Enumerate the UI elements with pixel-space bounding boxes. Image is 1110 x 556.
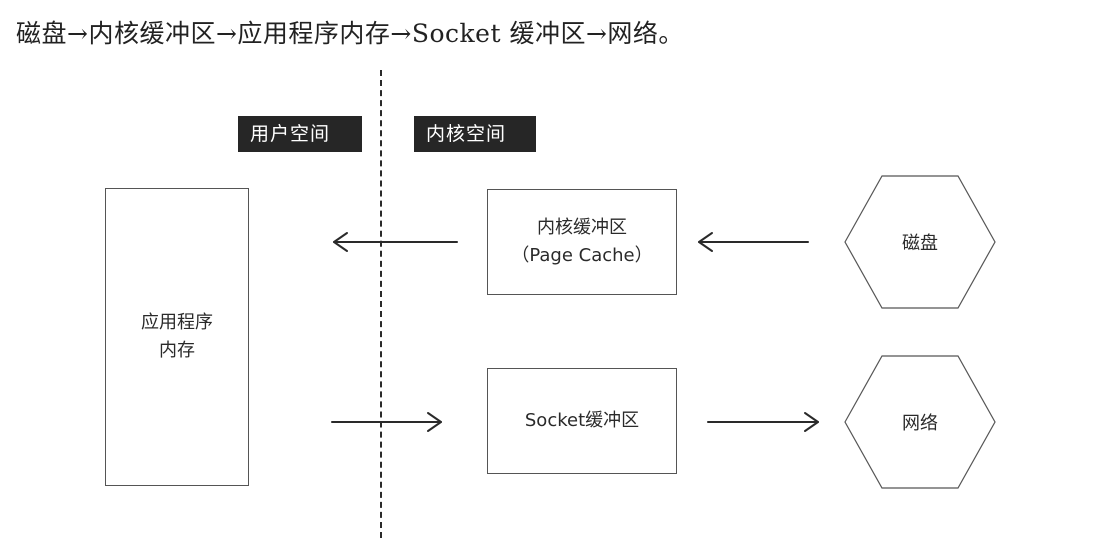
app-memory-box: 应用程序 内存	[105, 188, 249, 486]
arrow-socket-to-network	[707, 412, 819, 432]
app-memory-label-line2: 内存	[159, 340, 195, 361]
kernel-space-label: 内核空间	[414, 116, 536, 152]
app-memory-label-line1: 应用程序	[141, 312, 213, 333]
page-cache-label-line1: 内核缓冲区	[537, 217, 627, 238]
arrow-disk-to-page-cache	[698, 232, 809, 252]
arrow-page-cache-to-app	[333, 232, 458, 252]
disk-label: 磁盘	[902, 233, 938, 254]
arrow-app-to-socket	[331, 412, 442, 432]
socket-buffer-box: Socket缓冲区	[487, 368, 677, 474]
network-hexagon-shape	[844, 355, 996, 489]
disk-hexagon-shape	[844, 175, 996, 309]
user-space-label: 用户空间	[238, 116, 362, 152]
disk-node: 磁盘	[842, 174, 998, 310]
network-node: 网络	[842, 354, 998, 490]
page-cache-label-line2: （Page Cache）	[511, 245, 653, 266]
socket-buffer-label: Socket缓冲区	[524, 410, 640, 431]
network-label: 网络	[902, 413, 938, 434]
caption-text: 磁盘→内核缓冲区→应用程序内存→Socket 缓冲区→网络。	[16, 19, 684, 48]
page-cache-box: 内核缓冲区 （Page Cache）	[487, 189, 677, 295]
user-kernel-divider	[380, 70, 382, 538]
